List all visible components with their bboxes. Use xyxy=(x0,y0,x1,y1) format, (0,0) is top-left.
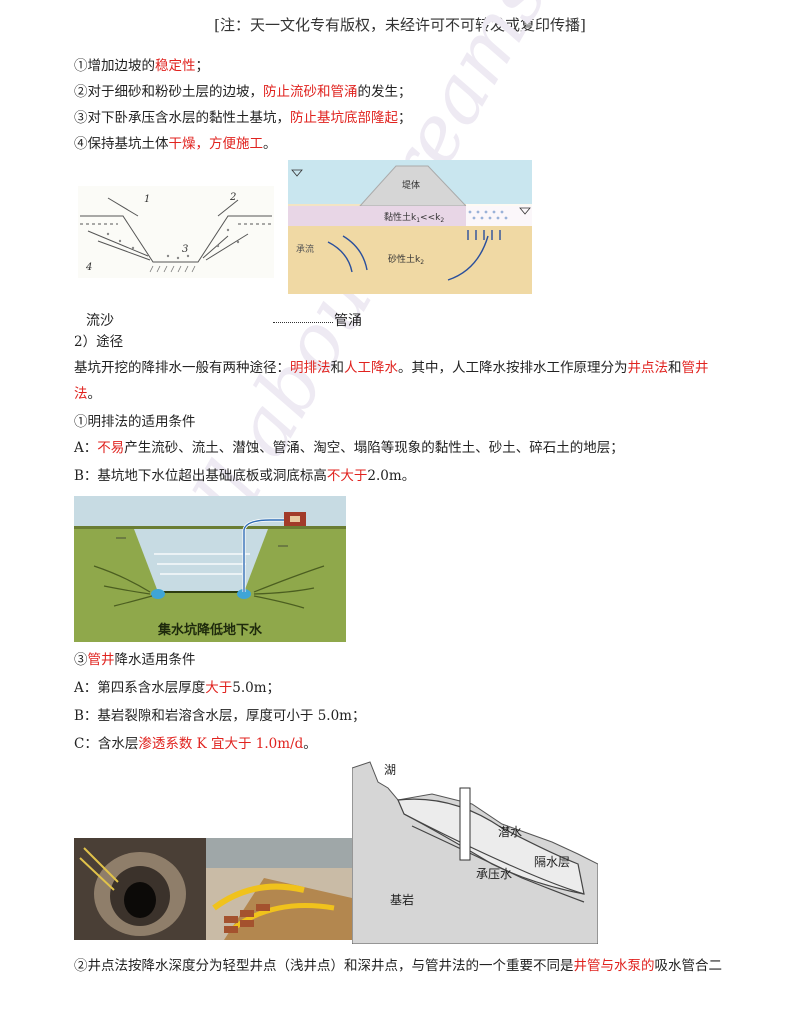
quicksand-label-4: 4 xyxy=(85,262,92,273)
well-point-note: ②井点法按降水深度分为轻型井点（浅井点）和深井点，与管井法的一个重要不同是井管与… xyxy=(74,958,722,974)
open-drainage-title: ①明排法的适用条件 xyxy=(74,414,196,430)
quicksand-figure: 1 2 3 4 xyxy=(78,186,274,278)
section-2-title: 2）途径 xyxy=(74,334,124,350)
open-drainage-cond-b: B：基坑地下水位超出基础底板或洞底标高不大于2.0m。 xyxy=(74,468,416,484)
tube-well-cond-b: B：基岩裂隙和岩溶含水层，厚度可小于 5.0m； xyxy=(74,708,366,724)
caption-dots xyxy=(273,322,333,323)
piping-figure: 堤体 黏性土k1<<k2 砂性土k2 承流 xyxy=(288,160,532,294)
sump-pit-caption: 集水坑降低地下水 xyxy=(157,622,263,638)
tube-well-cond-c: C：含水层渗透系数 K 宜大于 1.0m/d。 xyxy=(74,736,317,752)
aquitard-label: 隔水层 xyxy=(534,855,570,869)
lake-label: 湖 xyxy=(384,762,396,777)
open-drainage-cond-a: A：不易产生流砂、流土、潜蚀、管涌、淘空、塌陷等现象的黏性土、砂土、碎石土的地层… xyxy=(74,440,624,456)
tube-well-title: ③管井降水适用条件 xyxy=(74,652,196,668)
left-flow-label: 承流 xyxy=(296,243,314,255)
embankment-label: 堤体 xyxy=(402,179,420,191)
section-2-intro-cont: 法。 xyxy=(74,386,101,402)
quicksand-label-2: 2 xyxy=(229,192,236,203)
piping-caption: 管涌 xyxy=(334,313,362,329)
sump-pit-figure: 集水坑降低地下水 xyxy=(74,496,346,642)
purpose-item-1: ①增加边坡的稳定性； xyxy=(74,58,209,74)
purpose-item-3: ③对下卧承压含水层的黏性土基坑，防止基坑底部隆起； xyxy=(74,110,412,126)
clay-layer-label: 黏性土k1<<k2 xyxy=(384,211,444,224)
tube-well-cond-a: A：第四系含水层厚度大于5.0m； xyxy=(74,680,281,696)
aquifer-figure: 湖 潜水 隔水层 承压水 基岩 xyxy=(352,754,598,944)
well-photos xyxy=(74,838,352,940)
copyright-notice: [注：天一文化专有版权，未经许可不可转发或复印传播] xyxy=(214,16,586,34)
sand-layer-label: 砂性土k2 xyxy=(388,253,424,266)
purpose-item-4: ④保持基坑土体干燥，方便施工。 xyxy=(74,136,277,152)
confined-water-label: 承压水 xyxy=(476,867,512,881)
quicksand-label-1: 1 xyxy=(144,194,150,205)
phreatic-water-label: 潜水 xyxy=(498,825,522,839)
quicksand-label-3: 3 xyxy=(182,244,188,255)
bedrock-label: 基岩 xyxy=(390,892,414,907)
purpose-item-2: ②对于细砂和粉砂土层的边坡，防止流砂和管涌的发生； xyxy=(74,84,412,100)
section-2-intro: 基坑开挖的降排水一般有两种途径：明排法和人工降水。其中，人工降水按排水工作原理分… xyxy=(74,360,709,376)
quicksand-caption: 流沙 xyxy=(86,313,114,329)
